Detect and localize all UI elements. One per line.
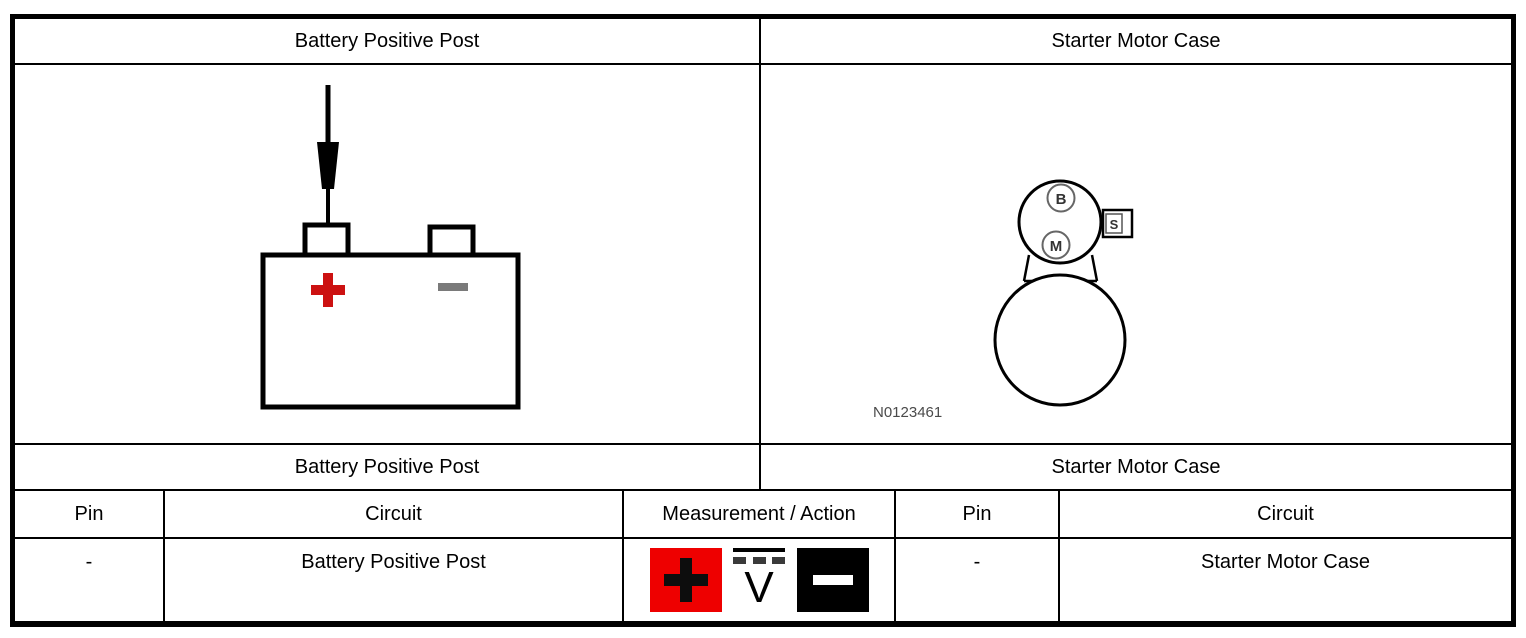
right-panel-caption: Starter Motor Case [1051,455,1221,478]
dc-dashed-line [733,557,785,564]
terminal-b: B [1046,183,1076,213]
cell-circuit-right: Starter Motor Case [1201,551,1370,573]
left-panel-caption: Battery Positive Post [15,445,761,489]
plus-symbol [311,273,345,307]
header-pin-left: Pin [15,491,165,537]
battery-illustration [260,85,521,410]
header-measurement-action: Measurement / Action [624,491,896,537]
cell-circuit-left: Battery Positive Post [165,539,624,621]
figure-id-label: N0123461 [873,404,942,421]
svg-text:M: M [1050,238,1063,255]
minus-symbol [438,283,468,291]
positive-lead-icon [649,548,722,612]
dc-voltmeter-icon: V [733,548,786,612]
dc-solid-line [733,548,785,552]
battery-figure [15,65,761,443]
right-panel-title: Starter Motor Case [1051,29,1221,52]
voltmeter-letter: V [744,563,774,612]
svg-text:S: S [1110,217,1119,232]
panel-title-row: Battery Positive Post Starter Motor Case [15,19,1511,65]
caption-row: Battery Positive Post Starter Motor Case [15,445,1511,491]
header-circuit-left: Circuit [165,491,624,537]
solenoid-circle [1017,179,1103,265]
cell-pin-right: - [896,539,1060,621]
starter-motor-illustration: S B M [873,179,1134,421]
battery-body [260,252,521,410]
test-probe-icon [317,85,339,226]
header-pin-right: Pin [896,491,1060,537]
left-panel-title: Battery Positive Post [15,19,761,63]
header-circuit-right: Circuit [1257,502,1314,525]
motor-case-circle [993,273,1127,407]
negative-lead-icon [796,548,869,612]
terminal-s: S [1101,208,1134,239]
table-header-row: Pin Circuit Measurement / Action Pin Cir… [15,491,1511,539]
battery-positive-terminal [302,222,351,260]
svg-text:B: B [1056,191,1067,208]
cell-measurement-action: V [624,539,896,621]
terminal-m: M [1041,230,1071,260]
test-procedure-panel: Battery Positive Post Starter Motor Case [10,14,1516,627]
cell-pin-left: - [15,539,165,621]
starter-figure: S B M [761,65,1511,443]
table-data-row: - Battery Positive Post V - Starter Moto… [15,539,1511,621]
figure-row: S B M [15,65,1511,445]
